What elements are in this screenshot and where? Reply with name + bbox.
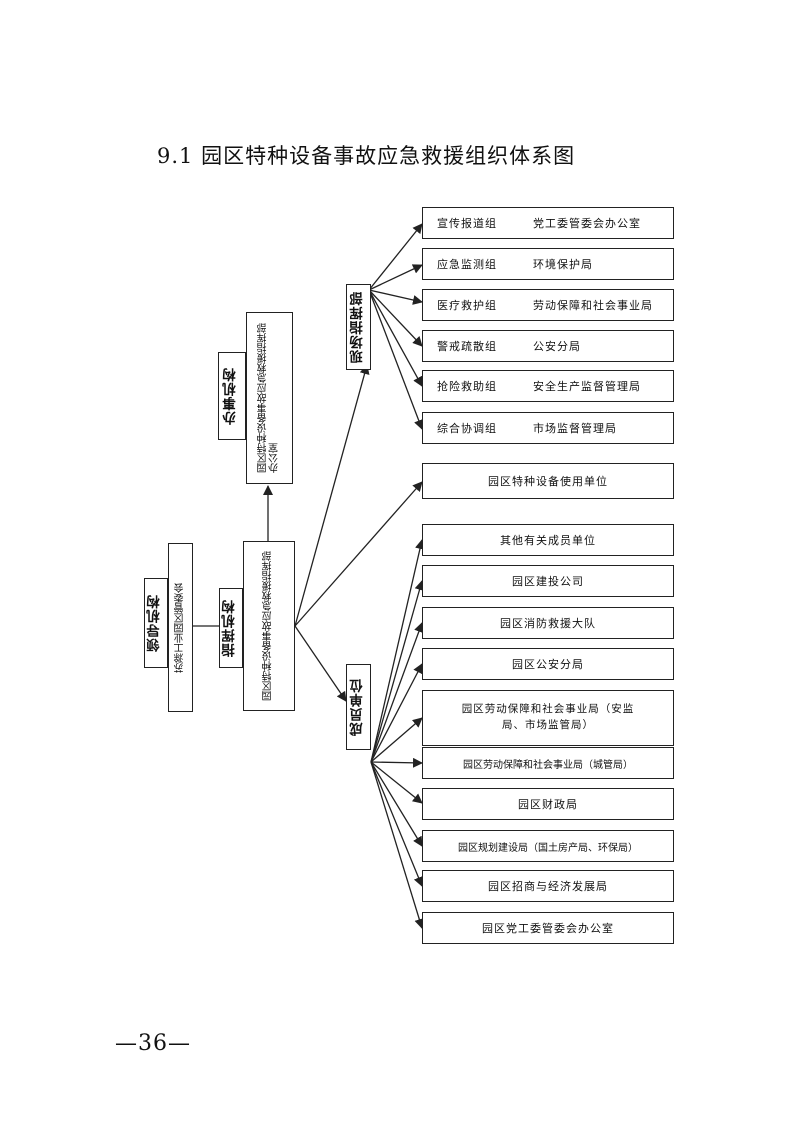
member-unit: 园区财政局 bbox=[422, 788, 674, 820]
field-team-row: 综合协调组 市场监督管理局 bbox=[422, 412, 674, 444]
page-title: 9.1 园区特种设备事故应急救援组织体系图 bbox=[157, 144, 576, 168]
team-name: 抢险救助组 bbox=[437, 380, 497, 393]
team-name: 医疗救护组 bbox=[437, 299, 497, 312]
page-number: —36— bbox=[115, 1031, 191, 1056]
member-unit: 园区招商与经济发展局 bbox=[422, 870, 674, 902]
team-name: 应急监测组 bbox=[437, 258, 497, 271]
team-unit: 环境保护局 bbox=[533, 258, 593, 271]
member-unit: 园区建投公司 bbox=[422, 565, 674, 597]
field-team-row: 抢险救助组 安全生产监督管理局 bbox=[422, 370, 674, 402]
user-unit-box: 园区特种设备使用单位 bbox=[422, 463, 674, 499]
team-name: 宣传报道组 bbox=[437, 217, 497, 230]
leading-body-heading: 领导机构 bbox=[144, 578, 168, 668]
team-unit: 党工委管委会办公室 bbox=[533, 217, 641, 230]
field-hq-heading: 现场指挥部 bbox=[346, 284, 371, 370]
field-team-row: 应急监测组 环境保护局 bbox=[422, 248, 674, 280]
command-body-heading: 指挥机构 bbox=[219, 588, 243, 668]
team-unit: 市场监督管理局 bbox=[533, 422, 617, 435]
member-unit: 园区劳动保障和社会事业局（城管局） bbox=[422, 747, 674, 779]
member-unit: 园区劳动保障和社会事业局（安监局、市场监管局） bbox=[422, 690, 674, 746]
team-name: 综合协调组 bbox=[437, 422, 497, 435]
field-team-row: 宣传报道组 党工委管委会办公室 bbox=[422, 207, 674, 239]
member-unit: 园区消防救援大队 bbox=[422, 607, 674, 639]
member-unit: 园区规划建设局（国土房产局、环保局） bbox=[422, 830, 674, 862]
team-name: 警戒疏散组 bbox=[437, 340, 497, 353]
member-unit: 园区党工委管委会办公室 bbox=[422, 912, 674, 944]
team-unit: 公安分局 bbox=[533, 340, 581, 353]
member-unit: 园区公安分局 bbox=[422, 648, 674, 680]
member-unit: 其他有关成员单位 bbox=[422, 524, 674, 556]
command-body-unit: 园区特种设备事故应急救援指挥部 bbox=[243, 541, 295, 711]
member-units-heading: 成员单位 bbox=[346, 664, 371, 750]
office-heading: 办事机构 bbox=[218, 352, 246, 440]
team-unit: 劳动保障和社会事业局 bbox=[533, 299, 653, 312]
field-team-row: 警戒疏散组 公安分局 bbox=[422, 330, 674, 362]
office-unit: 园区特种设备事故应急救援指挥部办公室 bbox=[246, 312, 293, 484]
leading-body-unit: 苏滁工业园区管委会 bbox=[168, 543, 193, 712]
field-team-row: 医疗救护组 劳动保障和社会事业局 bbox=[422, 289, 674, 321]
team-unit: 安全生产监督管理局 bbox=[533, 380, 641, 393]
